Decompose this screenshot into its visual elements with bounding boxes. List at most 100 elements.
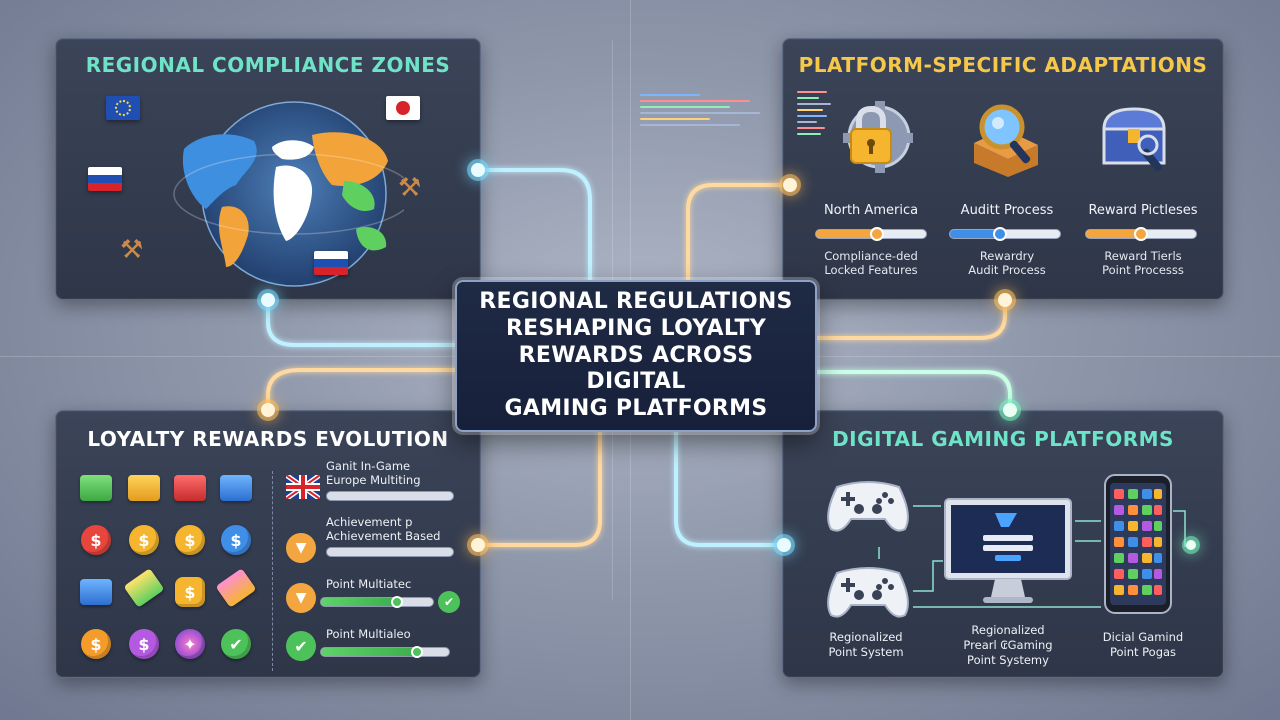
magnifier-icon — [974, 104, 1038, 177]
code-snippet — [797, 87, 837, 139]
russia-flag-icon — [314, 251, 348, 275]
cash-stack-icon — [220, 475, 252, 501]
dollar-coin-icon: $ — [81, 629, 111, 659]
connector-node — [783, 178, 797, 192]
dollar-coin-icon: $ — [175, 525, 205, 555]
central-title-line4: GAMING PLATFORMS — [504, 396, 768, 422]
monitor-icon — [944, 498, 1072, 603]
platform-sub-line1: Compliance-ded — [824, 249, 918, 263]
evolution-progress — [320, 596, 434, 608]
treasure-chest-icon — [1102, 107, 1166, 172]
coin-stack-icon — [128, 475, 160, 501]
connector-node — [1186, 540, 1196, 550]
digital-label-line1: Regionalized — [829, 630, 903, 644]
world-globe-icon — [173, 101, 404, 287]
platform-slider[interactable] — [1085, 227, 1197, 241]
connector-gold-right — [815, 298, 1007, 340]
connector-node — [261, 293, 275, 307]
connector-cyan-bottom — [674, 430, 786, 547]
code-snippet — [640, 90, 780, 130]
platform-label: North America — [823, 203, 919, 218]
digital-label-line2: Point System — [828, 645, 904, 659]
central-title: REGIONAL REGULATIONS RESHAPING LOYALTY R… — [471, 289, 801, 423]
dollar-coin-icon: $ — [221, 525, 251, 555]
dollar-coin-icon: $ — [129, 525, 159, 555]
platform-sub-line1: Reward Tierls — [1104, 249, 1182, 263]
divider — [272, 471, 273, 671]
check-icon: ✔ — [286, 631, 316, 661]
connector-cyan-top — [476, 168, 592, 284]
platform-sub-line2: Audit Process — [968, 263, 1046, 277]
eu-flag-icon — [106, 96, 140, 120]
panel-title: PLATFORM-SPECIFIC ADAPTATIONS — [798, 53, 1208, 77]
connector-gold-bottom — [476, 430, 602, 547]
connector-node — [471, 163, 485, 177]
cash-stack-icon — [174, 475, 206, 501]
dollar-coin-icon: $ — [81, 525, 111, 555]
flag-icon — [88, 167, 122, 191]
platform-sub-line2: Locked Features — [824, 263, 918, 277]
gavel-icon: ⚒ — [398, 173, 422, 203]
check-icon: ✔ — [221, 629, 251, 659]
connector-node — [471, 538, 485, 552]
evolution-line2: Achievement Based — [326, 529, 441, 543]
evolution-line1: Point Multiatec — [326, 577, 412, 591]
padlock-gear-icon — [843, 101, 913, 173]
japan-flag-icon — [386, 96, 420, 120]
evolution-line1: Achievement p — [326, 515, 413, 529]
platform-sub-line2: Point Processs — [1102, 263, 1184, 277]
dollar-coin-icon: $ — [175, 577, 205, 607]
panel-title: LOYALTY REWARDS EVOLUTION — [87, 427, 449, 451]
panel-title: REGIONAL COMPLIANCE ZONES — [85, 53, 451, 77]
evolution-line2: Europe Multiting — [326, 473, 421, 487]
cash-stack-icon — [80, 475, 112, 501]
gem-icon: ✦ — [175, 629, 205, 659]
gavel-icon: ⚒ — [120, 235, 144, 265]
connector-gold-left — [266, 368, 459, 412]
progress-knob — [391, 596, 404, 608]
connector-node — [998, 293, 1012, 307]
connector-node — [1003, 403, 1017, 417]
connector-mint-right — [815, 370, 1012, 412]
gamepad-icon — [827, 481, 909, 532]
platform-adaptations-panel: PLATFORM-SPECIFIC ADAPTATIONS North Amer… — [782, 38, 1224, 300]
connector-cyan-left — [266, 298, 459, 347]
central-title-line2: RESHAPING LOYALTY — [505, 315, 767, 341]
check-icon: ✔ — [438, 591, 460, 613]
smartphone-icon — [1104, 474, 1172, 614]
platform-slider[interactable] — [815, 227, 927, 241]
central-title-line1: REGIONAL REGULATIONS — [479, 288, 793, 314]
platform-sub-line1: Rewardry — [979, 249, 1035, 263]
connector-node — [777, 538, 791, 552]
connector-gold-top — [686, 183, 792, 284]
regional-compliance-panel: REGIONAL COMPLIANCE ZONES ⚒ ⚒ — [55, 38, 481, 300]
progress-knob — [411, 646, 423, 658]
digital-gaming-panel: DIGITAL GAMING PLATFORMS — [782, 410, 1224, 678]
evolution-line1: Ganit In-Game — [326, 459, 411, 473]
connector-node — [261, 403, 275, 417]
ticket-icon — [215, 568, 257, 608]
dollar-coin-icon: $ — [129, 629, 159, 659]
evolution-progress — [320, 646, 450, 658]
central-title-card: REGIONAL REGULATIONS RESHAPING LOYALTY R… — [455, 280, 817, 432]
gamepad-icon — [827, 567, 909, 618]
digital-label-line2: Point Pogas — [1109, 645, 1177, 659]
cash-stack-icon — [80, 579, 112, 605]
digital-label-line1: Regionalized — [971, 623, 1045, 637]
platform-slider[interactable] — [949, 227, 1061, 241]
digital-label-line1: Dicial Gamind — [1102, 630, 1184, 644]
pin-icon: ▼ — [286, 583, 316, 613]
panel-title: DIGITAL GAMING PLATFORMS — [832, 427, 1174, 451]
platform-label: Reward Pictleses — [1088, 203, 1198, 218]
loyalty-evolution-panel: LOYALTY REWARDS EVOLUTION $ $ $ $ $ $ $ … — [55, 410, 481, 678]
evolution-progress — [326, 491, 454, 501]
pin-icon: ▼ — [286, 533, 316, 563]
platform-label: Auditt Process — [960, 203, 1054, 218]
digital-label-line3: Point Systemy — [967, 653, 1049, 667]
ticket-icon — [123, 568, 165, 608]
evolution-line1: Point Multialeo — [326, 627, 411, 641]
central-title-line3: REWARDS ACROSS DIGITAL — [518, 342, 754, 395]
evolution-progress — [326, 547, 454, 557]
digital-label-line2: Prearl ₢Gaming — [963, 638, 1053, 652]
